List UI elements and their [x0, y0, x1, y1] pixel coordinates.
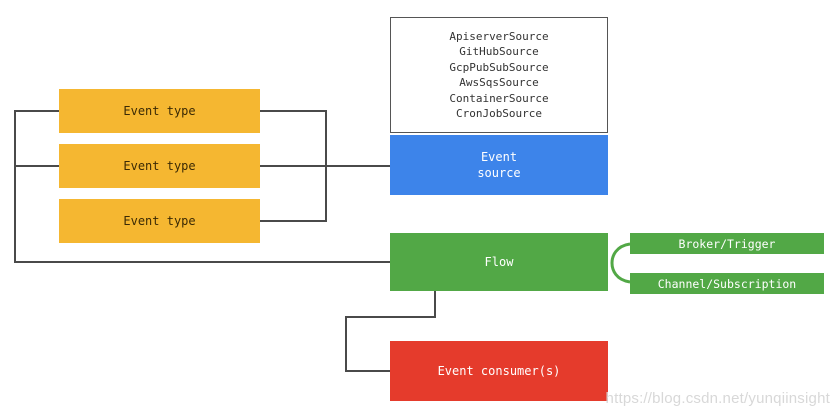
- connector-type1-right: [260, 110, 326, 112]
- source-item: AwsSqsSource: [459, 76, 539, 89]
- event-type-box-1: Event type: [59, 89, 260, 133]
- event-type-box-2: Event type: [59, 144, 260, 188]
- consumer-bracket-bottom: [345, 370, 391, 372]
- source-item: GitHubSource: [459, 45, 539, 58]
- consumer-bracket-stub: [434, 291, 436, 318]
- connector-to-flow: [14, 261, 391, 263]
- consumer-bracket-vertical: [345, 316, 347, 372]
- source-item: ContainerSource: [449, 91, 549, 105]
- source-item: CronJobSource: [455, 107, 543, 120]
- event-consumer-box: Event consumer(s): [390, 341, 608, 401]
- flow-options-connector: [610, 242, 631, 284]
- event-source-list: ApiserverSource GitHubSource GcpPubSubSo…: [390, 17, 608, 133]
- connector-type1-left: [14, 110, 60, 112]
- connector-type2-left: [14, 165, 60, 167]
- flow-box: Flow: [390, 233, 608, 291]
- event-source-box: Event source: [390, 135, 608, 195]
- source-item: GcpPubSubSource: [449, 60, 549, 74]
- left-bracket-vertical: [14, 110, 16, 263]
- connector-type3-right: [260, 220, 326, 222]
- event-source-label-line2: source: [477, 166, 521, 180]
- channel-subscription-box: Channel/Subscription: [630, 273, 824, 294]
- event-source-label-line1: Event: [480, 150, 518, 164]
- source-item: ApiserverSource: [449, 29, 549, 43]
- consumer-bracket-top: [345, 316, 436, 318]
- event-type-box-3: Event type: [59, 199, 260, 243]
- broker-trigger-box: Broker/Trigger: [630, 233, 824, 254]
- connector-to-event-source: [260, 165, 391, 167]
- watermark-text: https://blog.csdn.net/yunqiinsight: [605, 390, 830, 407]
